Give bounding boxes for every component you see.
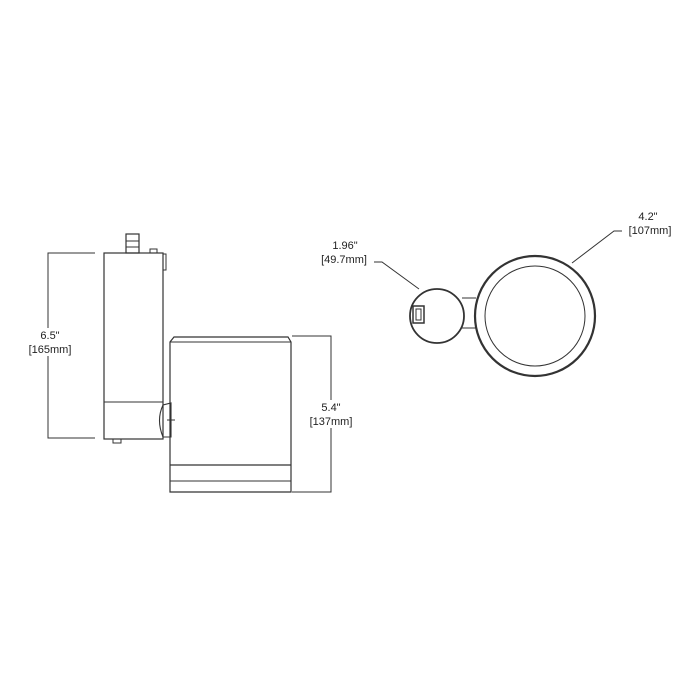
dim-label-inch: 5.4" [321,402,340,414]
adapter-circle [409,288,465,344]
side-view: 6.5" [165mm] 5.4" [137mm] [29,233,357,493]
track-adapter [125,233,158,254]
dimension-head-height: 5.4" [137mm] [292,335,357,493]
dim-label-inch: 1.96" [332,240,357,252]
dim-label-mm: [49.7mm] [321,254,367,266]
dim-label-mm: [107mm] [629,225,672,237]
dimension-overall-height: 6.5" [165mm] [29,252,95,439]
dimension-adapter-diameter: 1.96" [49.7mm] [321,240,420,290]
head-inner-circle [484,265,586,367]
dim-label-mm: [137mm] [310,416,353,428]
top-view: 1.96" [49.7mm] 4.2" [107mm] [321,211,672,378]
dim-label-inch: 6.5" [40,330,59,342]
dimension-head-diameter: 4.2" [107mm] [571,211,672,264]
head-outer-circle [473,254,597,378]
stem-body [103,252,164,440]
dim-label-mm: [165mm] [29,344,72,356]
dim-label-inch: 4.2" [638,211,657,223]
head-cylinder [169,336,292,493]
